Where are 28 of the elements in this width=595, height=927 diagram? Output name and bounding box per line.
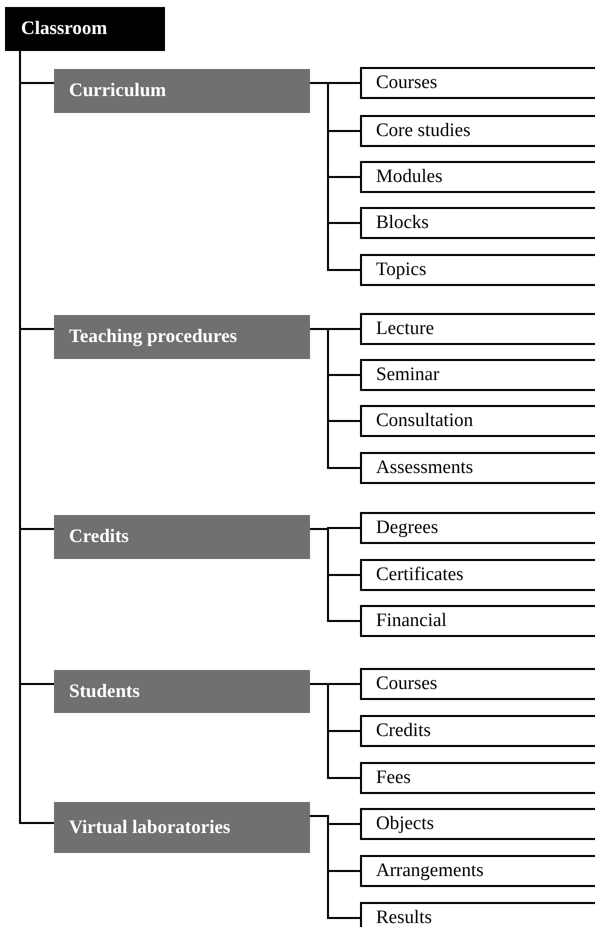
connector-line	[310, 528, 360, 622]
category-box: Students	[54, 670, 310, 713]
item-box: Degrees	[360, 512, 595, 544]
item-box: Blocks	[360, 207, 595, 239]
item-box: Lecture	[360, 313, 595, 345]
category-box: Curriculum	[54, 69, 310, 113]
item-box: Assessments	[360, 452, 595, 484]
connector-line	[310, 683, 360, 779]
item-box: Modules	[360, 161, 595, 193]
category-box: Virtual laboratories	[54, 802, 310, 853]
category-box: Credits	[54, 515, 310, 559]
item-box: Arrangements	[360, 855, 595, 887]
item-box: Consultation	[360, 405, 595, 437]
item-box: Courses	[360, 668, 595, 700]
item-box: Credits	[360, 715, 595, 747]
item-box: Seminar	[360, 359, 595, 391]
item-box: Topics	[360, 254, 595, 286]
category-box: Teaching procedures	[54, 315, 310, 359]
item-box: Courses	[360, 67, 595, 99]
item-box: Certificates	[360, 559, 595, 591]
item-box: Financial	[360, 605, 595, 637]
item-box: Fees	[360, 762, 595, 794]
connector-line	[310, 82, 360, 271]
item-box: Core studies	[360, 115, 595, 147]
connector-line	[310, 328, 360, 469]
item-box: Results	[360, 902, 595, 927]
root-box: Classroom	[5, 7, 165, 51]
item-box: Objects	[360, 808, 595, 840]
